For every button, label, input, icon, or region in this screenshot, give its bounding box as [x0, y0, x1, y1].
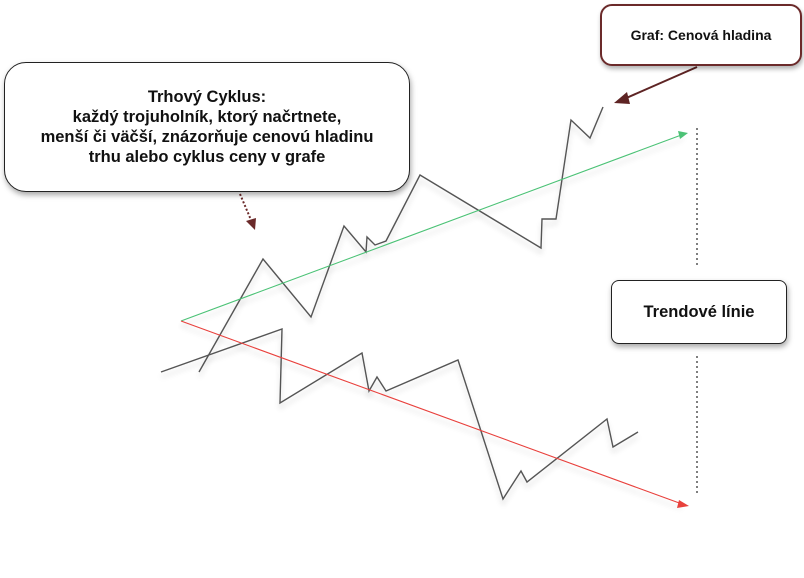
- trend-lines-callout: Trendové línie: [611, 280, 787, 344]
- market-cycle-arrowhead: [246, 218, 256, 230]
- upper-price-line: [198, 106, 604, 373]
- graph-label-callout: Graf: Cenová hladina: [600, 4, 802, 66]
- lower-trend-line: [180, 320, 683, 505]
- market-cycle-line-3: trhu alebo cyklus ceny v grafe: [88, 148, 326, 166]
- market-cycle-line-2: menší či väčší, znázorňuje cenovú hladin…: [40, 128, 374, 146]
- upper-trend-line: [180, 133, 685, 322]
- market-cycle-callout: Trhový Cyklus: každý trojuholník, ktorý …: [4, 62, 410, 192]
- graph-label-text: Graf: Cenová hladina: [630, 27, 772, 43]
- market-cycle-line-1: každý trojuholník, ktorý načrtnete,: [72, 108, 342, 126]
- graph-label-arrowhead: [614, 92, 630, 104]
- market-cycle-dotted-arrow: [239, 193, 252, 221]
- lower-price-line: [160, 327, 639, 501]
- trend-lines-text: Trendové línie: [643, 302, 755, 321]
- upper-trend-arrowhead: [678, 131, 688, 139]
- market-cycle-title: Trhový Cyklus:: [147, 88, 267, 106]
- graph-label-arrow: [623, 66, 698, 100]
- lower-trend-arrowhead: [677, 500, 689, 508]
